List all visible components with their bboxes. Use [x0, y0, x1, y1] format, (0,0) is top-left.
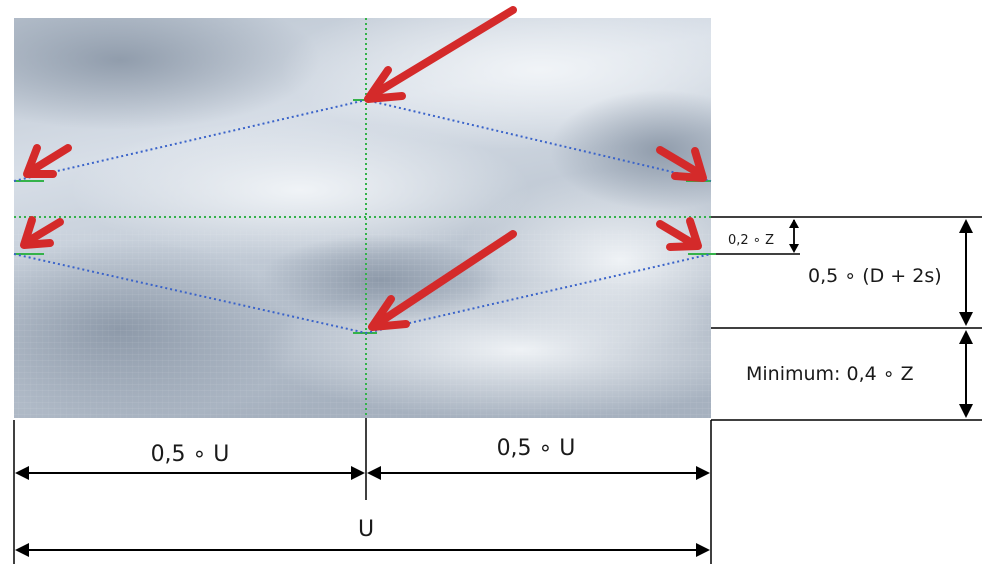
minimum-dimension-arrow — [959, 330, 973, 418]
label-d-expression: 0,5 ∘ (D + 2s) — [808, 265, 942, 287]
label-minimum: Minimum: 0,4 ∘ Z — [746, 363, 914, 385]
red-arrow-bottom-center — [368, 230, 517, 331]
label-u: U — [358, 517, 374, 542]
bottom-extension-lines — [13, 418, 712, 564]
red-arrow-lower-left — [20, 216, 64, 249]
lower-curve-line — [13, 253, 712, 335]
z-offset-dimension-arrow — [789, 219, 799, 253]
u-dimension-arrow — [15, 543, 710, 557]
red-arrow-lower-right — [656, 217, 702, 251]
red-arrow-upper-right — [656, 146, 707, 182]
sky-photo — [14, 18, 711, 418]
label-half-u-right: 0,5 ∘ U — [497, 436, 576, 461]
half-u-left-dimension-arrow — [15, 466, 365, 480]
red-arrow-upper-left — [23, 144, 72, 178]
right-dimension-lines — [711, 216, 982, 421]
red-arrow-top-center — [364, 6, 517, 103]
d-expression-dimension-arrow — [959, 219, 973, 326]
label-z-offset: 0,2 ∘ Z — [728, 233, 774, 248]
half-u-right-dimension-arrow — [367, 466, 710, 480]
label-half-u-left: 0,5 ∘ U — [151, 442, 230, 467]
